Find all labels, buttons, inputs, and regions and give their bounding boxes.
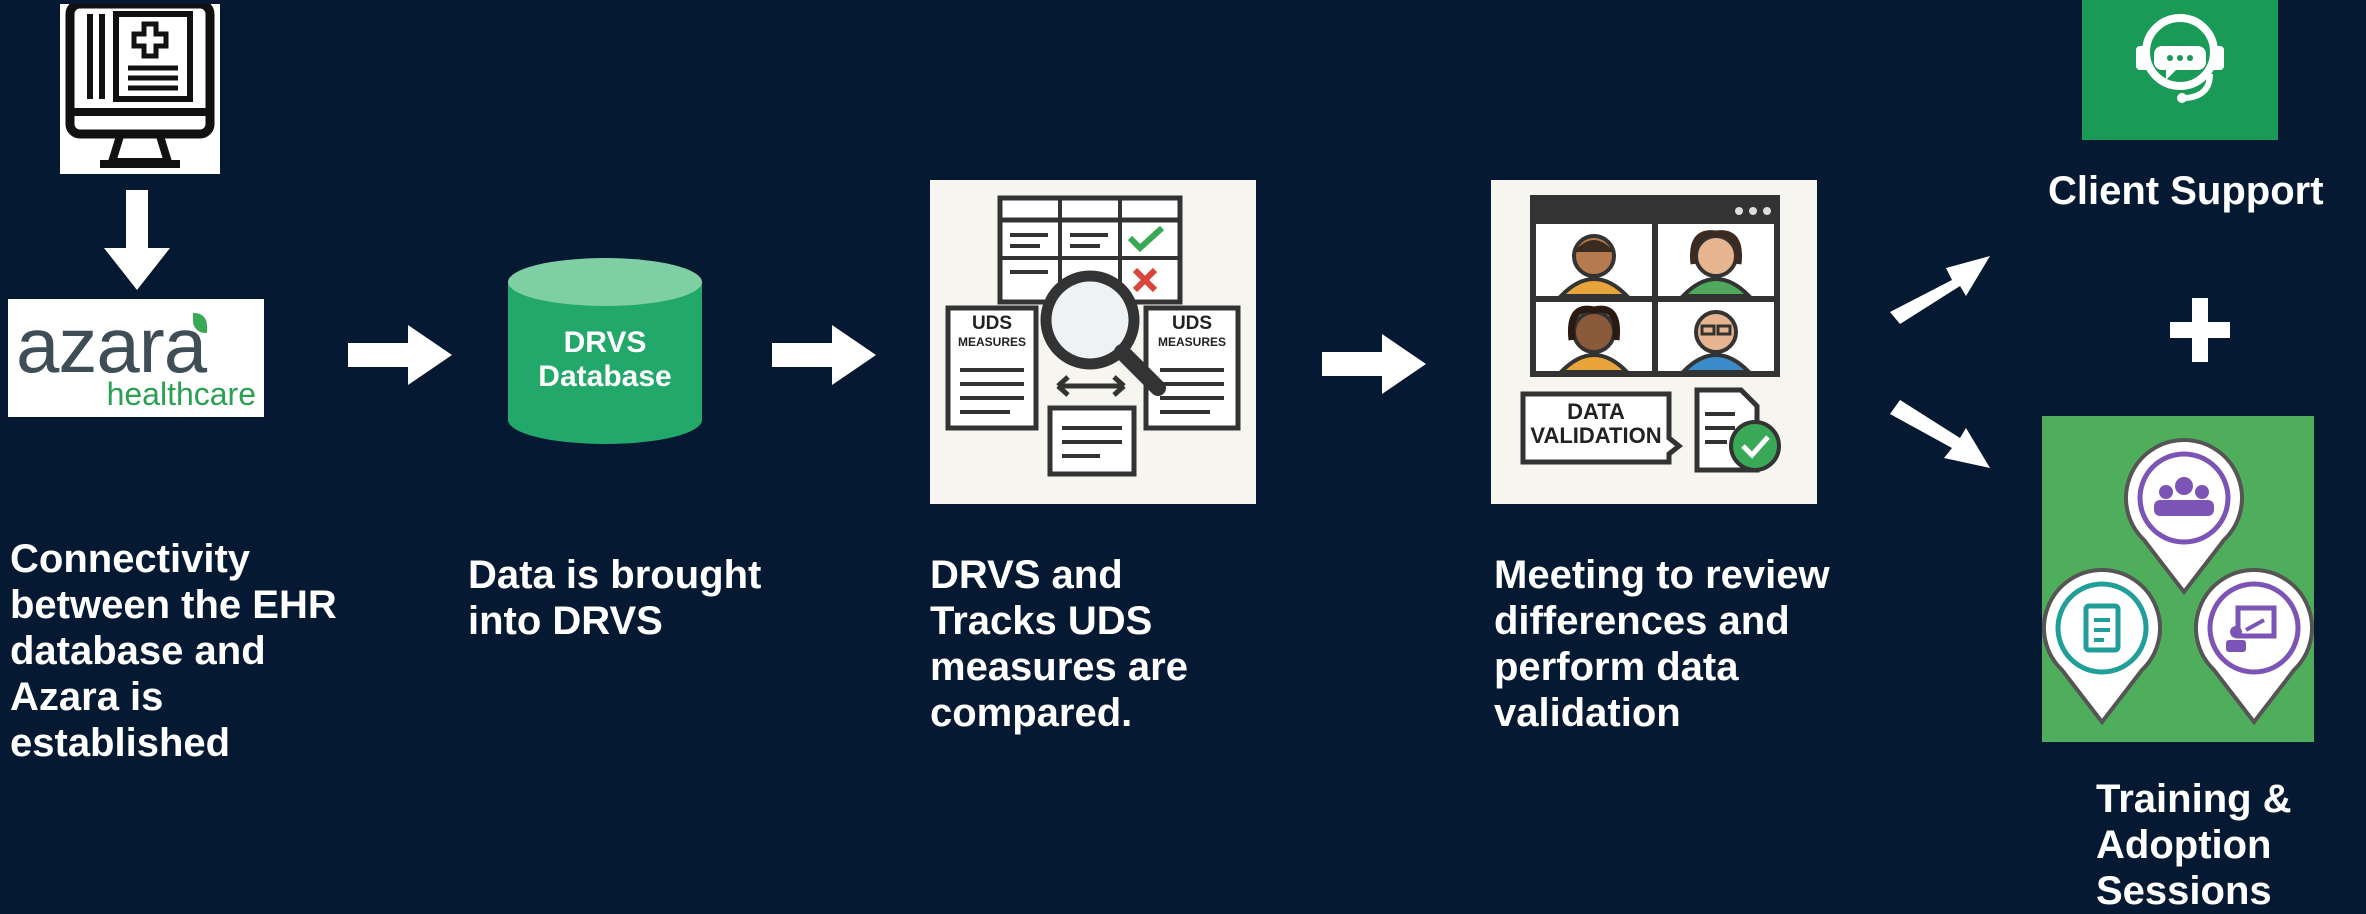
down-arrow-icon bbox=[104, 190, 170, 290]
training-label: Training & Adoption Sessions bbox=[2096, 777, 2292, 913]
up-right-arrow-icon bbox=[1890, 256, 1990, 324]
left-uds-label: UDS bbox=[971, 313, 1013, 334]
database-label-line2: Database bbox=[538, 360, 672, 393]
compare-illustration bbox=[945, 195, 1241, 477]
support-headset-icon bbox=[2136, 14, 2224, 103]
video-call-icon bbox=[1520, 195, 1781, 473]
data-validation-tile: DATA VALIDATION bbox=[1491, 180, 1817, 504]
right-arrow-icon bbox=[772, 325, 876, 385]
validation-badge-line1: DATA bbox=[1567, 399, 1625, 424]
azara-logo-sub: healthcare bbox=[106, 376, 256, 412]
training-tile bbox=[2042, 416, 2314, 742]
right-uds-label: UDS bbox=[1171, 313, 1213, 334]
right-arrow-icon bbox=[1322, 334, 1426, 394]
left-measures-label: MEASURES bbox=[957, 335, 1026, 349]
validation-badge-line2: VALIDATION bbox=[1530, 423, 1662, 448]
drvs-database: DRVS Database bbox=[508, 258, 702, 444]
right-measures-label: MEASURES bbox=[1157, 335, 1226, 349]
plus-icon bbox=[2170, 298, 2230, 362]
checklist-pin-icon bbox=[2042, 567, 2162, 726]
step2-text: Data is brought into DRVS bbox=[468, 553, 762, 643]
right-arrow-icon bbox=[348, 325, 452, 385]
step4-text: Meeting to review differences and perfor… bbox=[1494, 553, 1830, 735]
azara-logo-name: azara bbox=[16, 301, 207, 389]
ehr-monitor-icon bbox=[60, 4, 220, 174]
step1-text: Connectivity between the EHR database an… bbox=[10, 537, 337, 765]
database-label-line1: DRVS bbox=[563, 326, 647, 359]
step3-text: DRVS and Tracks UDS measures are compare… bbox=[930, 553, 1188, 735]
group-pin-icon bbox=[2124, 437, 2244, 596]
database-cylinder-icon bbox=[508, 258, 702, 444]
magnifier-icon bbox=[1040, 270, 1166, 396]
presentation-pin-icon bbox=[2194, 567, 2314, 726]
uds-compare-tile: UDS MEASURES UDS MEASURES bbox=[930, 180, 1256, 504]
down-right-arrow-icon bbox=[1890, 400, 1990, 468]
client-support-label: Client Support bbox=[2048, 169, 2324, 213]
client-support-tile bbox=[2082, 0, 2278, 140]
azara-logo: azara healthcare bbox=[8, 299, 264, 417]
azara-logo-leaf bbox=[193, 313, 207, 333]
